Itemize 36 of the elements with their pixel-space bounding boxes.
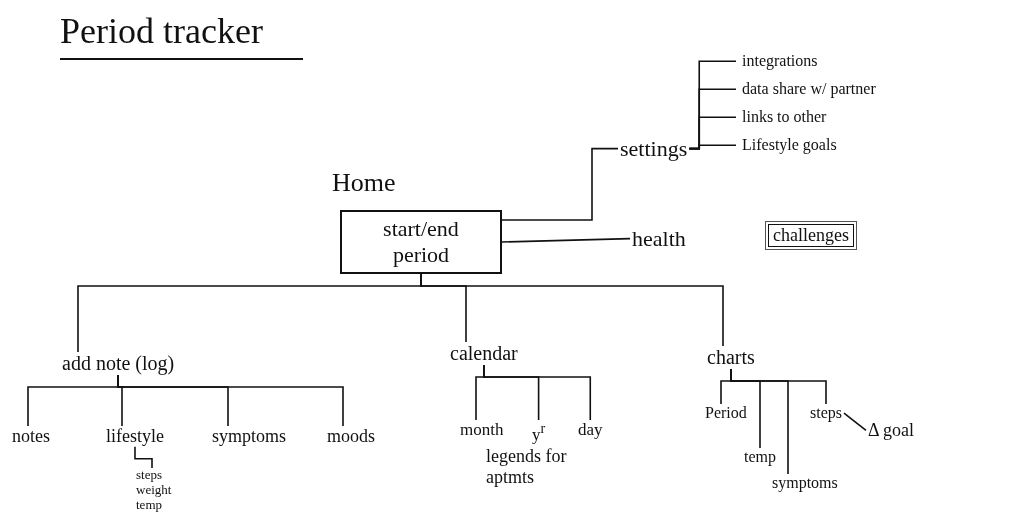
- connector-line: [501, 147, 619, 221]
- node-label: health: [631, 226, 687, 252]
- node-heading: Home: [332, 168, 396, 198]
- node-label: add note (log): [61, 352, 176, 375]
- process-box: start/end period: [340, 210, 502, 274]
- node-label: data share w/ partner: [741, 80, 877, 99]
- node-label: moods: [326, 426, 376, 447]
- note-text: legends for aptmts: [486, 446, 568, 488]
- title: Period tracker: [60, 10, 303, 60]
- connector-line: [117, 374, 344, 427]
- node-label: lifestyle: [105, 426, 165, 447]
- connector-line: [501, 237, 631, 243]
- connector-line: [730, 368, 827, 405]
- node-label: Δ goal: [867, 420, 916, 441]
- connector-line: [134, 445, 153, 469]
- node-label: month: [459, 420, 505, 440]
- node-label: day: [577, 420, 604, 440]
- node-label: steps: [809, 404, 843, 423]
- node-label: symptoms: [771, 474, 839, 493]
- node-label: y$^{r}$: [531, 420, 547, 445]
- node-label: steps weight temp: [135, 468, 173, 513]
- connector-line: [483, 364, 592, 421]
- connector-line: [843, 412, 867, 432]
- node-label: charts: [706, 346, 756, 369]
- connector-line: [420, 273, 724, 347]
- framed-label: challenges: [768, 224, 854, 247]
- connector-line: [688, 144, 737, 150]
- node-label: Lifestyle goals: [741, 136, 838, 155]
- node-label: symptoms: [211, 426, 287, 447]
- node-label: settings: [619, 136, 689, 162]
- node-label: integrations: [741, 52, 819, 71]
- node-label: calendar: [449, 342, 519, 365]
- node-label: links to other: [741, 108, 828, 127]
- node-label: temp: [743, 448, 777, 467]
- node-label: notes: [11, 426, 51, 447]
- node-label: Period: [704, 404, 748, 423]
